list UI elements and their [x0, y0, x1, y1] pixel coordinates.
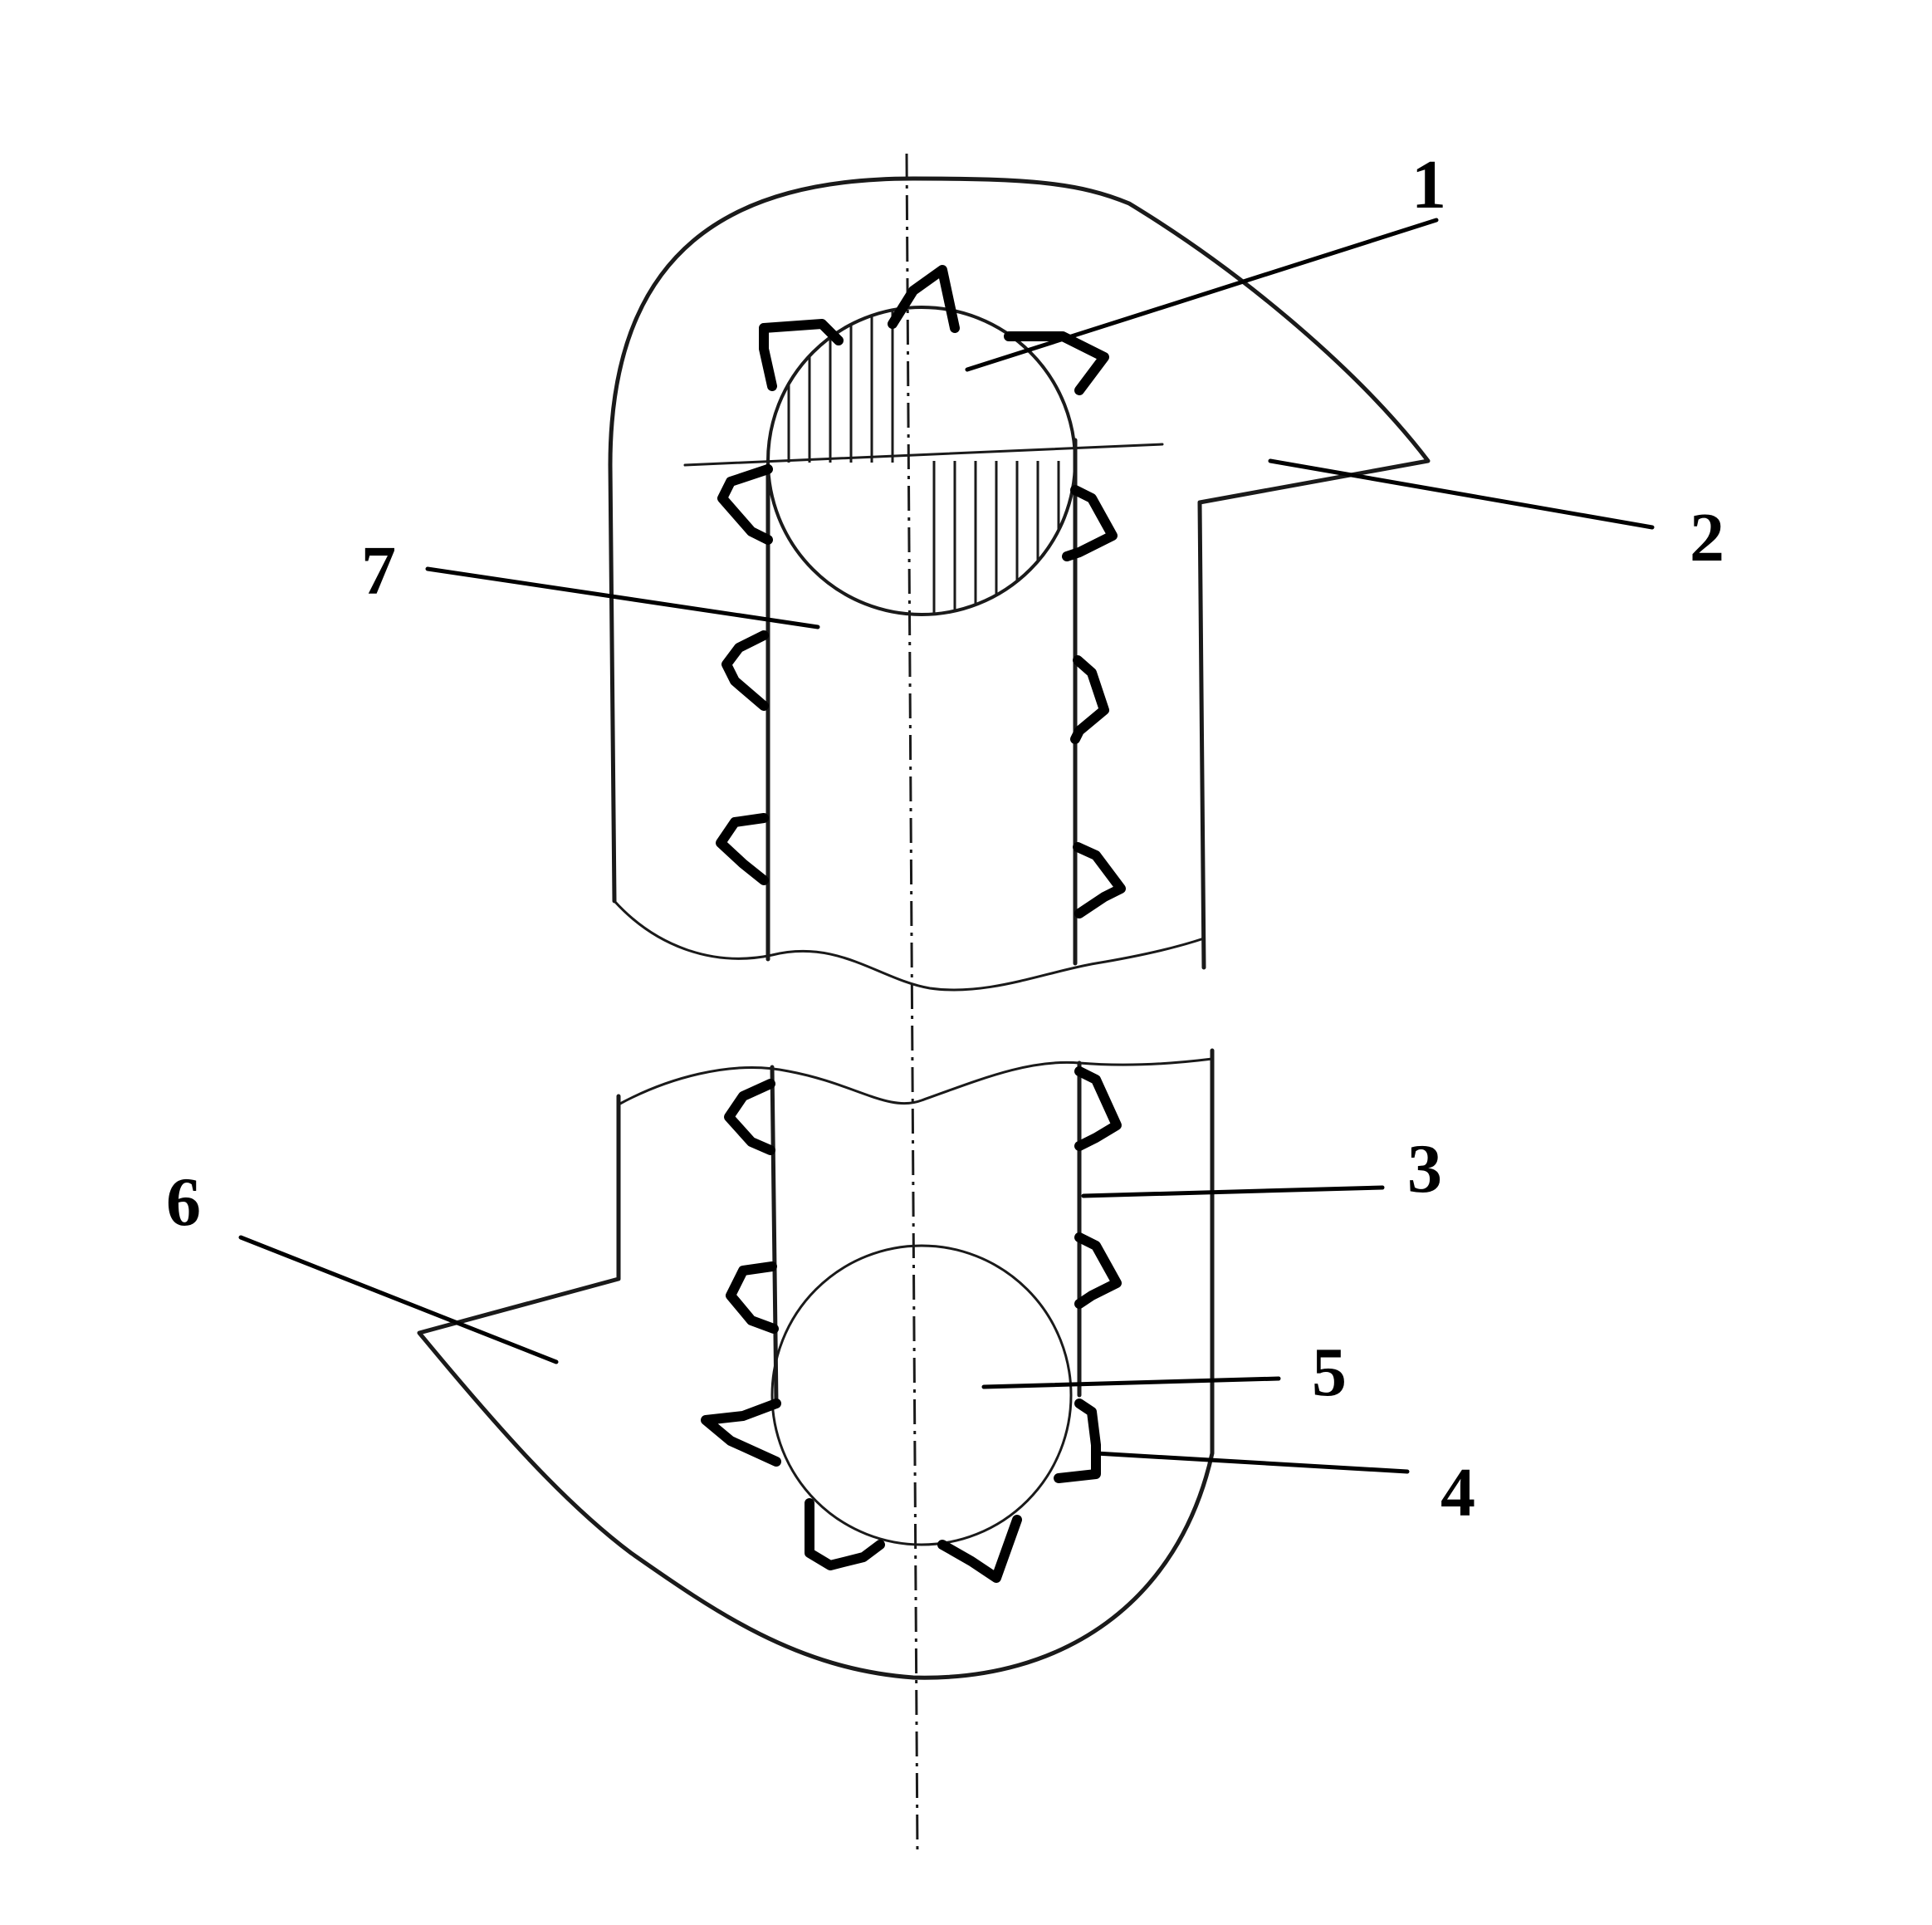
bucket [724, 1079, 775, 1155]
label-6: 6 [166, 1163, 201, 1241]
bucket [701, 1398, 781, 1467]
break-line-top [613, 899, 1206, 992]
belt-left-lower [770, 1065, 779, 1406]
label-1: 1 [1411, 146, 1446, 223]
label-3: 3 [1407, 1130, 1442, 1207]
bucket [716, 813, 769, 885]
bucket [759, 319, 844, 391]
bucket [1073, 842, 1126, 918]
label-5: 5 [1312, 1334, 1347, 1411]
bucket [717, 464, 773, 545]
tail-pulley [770, 1244, 1073, 1546]
bucket [1074, 1066, 1122, 1151]
bucket [937, 1515, 1022, 1583]
buckets [701, 265, 1126, 1583]
head-axis-line [683, 443, 1164, 467]
leader-4 [1093, 1451, 1410, 1474]
bucket [721, 630, 769, 711]
bucket [726, 1261, 779, 1334]
bucket [1062, 485, 1118, 561]
bucket [888, 265, 960, 333]
leader-2 [1268, 458, 1655, 530]
label-4: 4 [1440, 1454, 1475, 1531]
label-7: 7 [361, 532, 396, 610]
bucket [1070, 655, 1109, 744]
head-pulley [766, 306, 1077, 616]
break-line-bottom [617, 1057, 1214, 1106]
leader-7 [425, 566, 820, 629]
bucket [805, 1498, 885, 1570]
casing-lower [417, 1048, 1215, 1680]
leader-6 [238, 1235, 559, 1364]
center-axis [905, 153, 919, 1857]
leader-1 [965, 218, 1439, 372]
bucket [1054, 1398, 1101, 1483]
casing-upper [608, 176, 1431, 970]
head-pulley-hatch-bottom [932, 461, 1060, 615]
bucket [1004, 331, 1109, 395]
leader-3 [1081, 1185, 1385, 1198]
label-2: 2 [1690, 499, 1724, 576]
bucket [1074, 1232, 1122, 1309]
leader-5 [981, 1376, 1281, 1389]
